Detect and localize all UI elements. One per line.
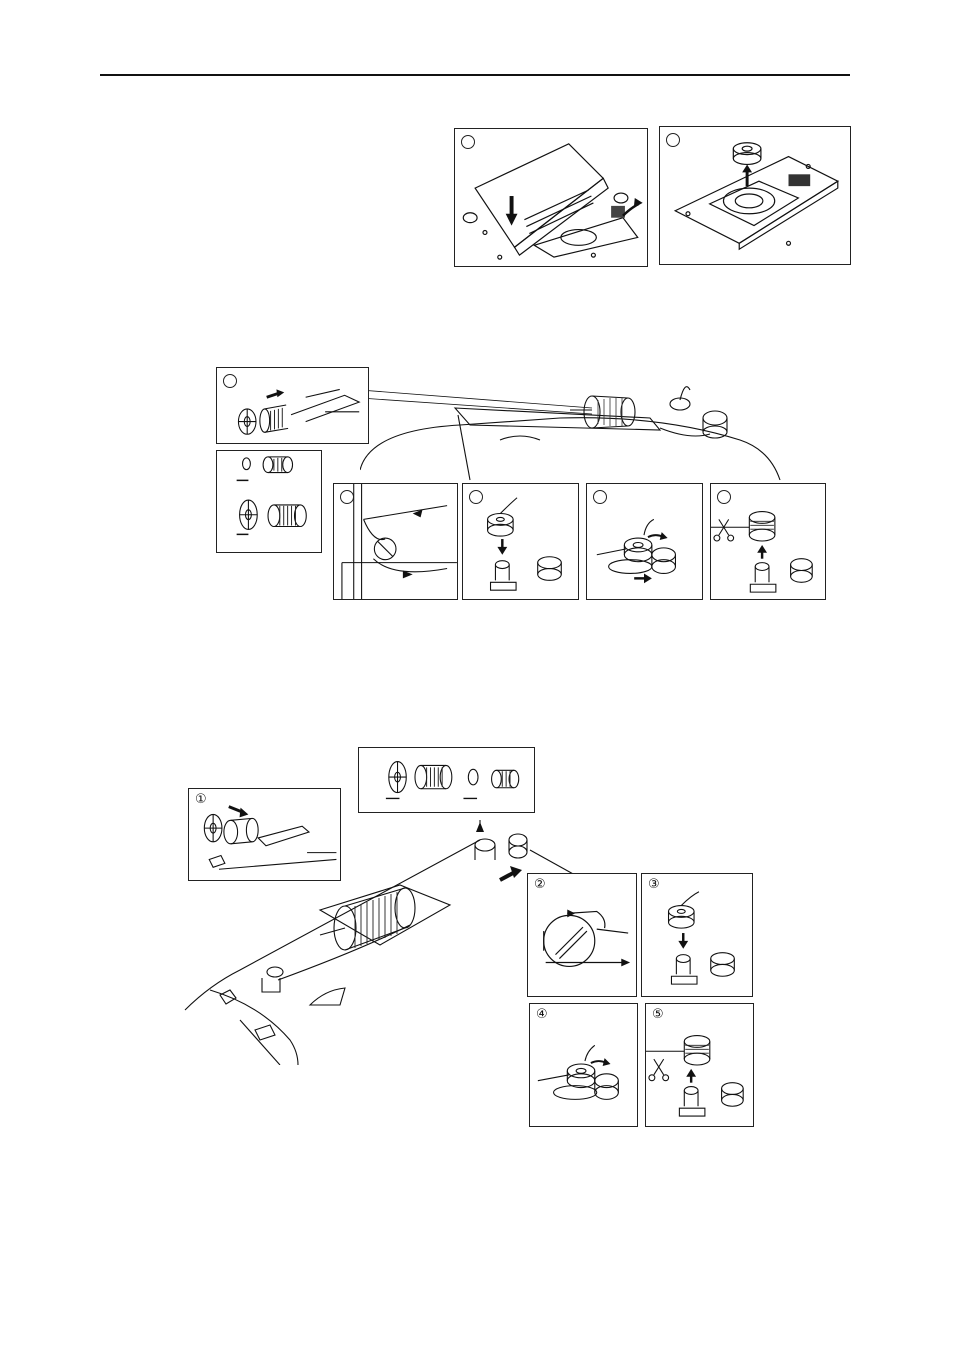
fig-bobbin-removal — [659, 126, 851, 265]
step-marker-circle — [666, 133, 680, 147]
lower-step-3-illustration — [642, 874, 752, 996]
fig-lower-step-4: ④ — [529, 1003, 638, 1127]
fig-lower-step-2: ② — [527, 873, 637, 997]
fig-spool-cap-sizes — [216, 450, 322, 553]
lower-step-4-illustration — [530, 1004, 637, 1126]
step-number: ③ — [648, 878, 660, 892]
machine-top-illustration — [360, 370, 800, 490]
spool-cap-illustration — [217, 451, 321, 552]
fig-slide-cover-removal — [454, 128, 648, 267]
fig-lower-step-5: ⑤ — [645, 1003, 754, 1127]
spool-placement-illustration — [217, 368, 368, 443]
fig-spool-cap-sizes-lower — [358, 747, 535, 813]
bobbin-winding-scene-upper — [360, 370, 800, 490]
step-marker-circle — [593, 490, 607, 504]
fig-lower-step-3: ③ — [641, 873, 753, 997]
lower-step-5-illustration — [646, 1004, 753, 1126]
step-marker-circle — [223, 374, 237, 388]
spool-cap-lower-illustration — [359, 748, 534, 812]
step-number: ④ — [536, 1008, 548, 1022]
lower-step-2-illustration — [528, 874, 636, 996]
step-marker-circle — [469, 490, 483, 504]
fig-lower-step-1: ① — [188, 788, 341, 881]
step-marker-circle — [717, 490, 731, 504]
step-number: ⑤ — [652, 1008, 664, 1022]
bobbin-removal-illustration — [660, 127, 850, 264]
step-number: ② — [534, 878, 546, 892]
fig-bobbin-on-spindle — [462, 483, 579, 600]
fig-thread-guide — [333, 483, 458, 600]
lower-step-1-illustration — [189, 789, 340, 880]
fig-bobbin-wound-cut — [710, 483, 826, 600]
step-marker-circle — [461, 135, 475, 149]
step-number: ① — [195, 793, 207, 807]
fig-spool-placement — [216, 367, 369, 444]
step-marker-circle — [340, 490, 354, 504]
fig-bobbin-push-right — [586, 483, 703, 600]
header-rule — [100, 74, 850, 76]
slide-cover-illustration — [455, 129, 647, 266]
